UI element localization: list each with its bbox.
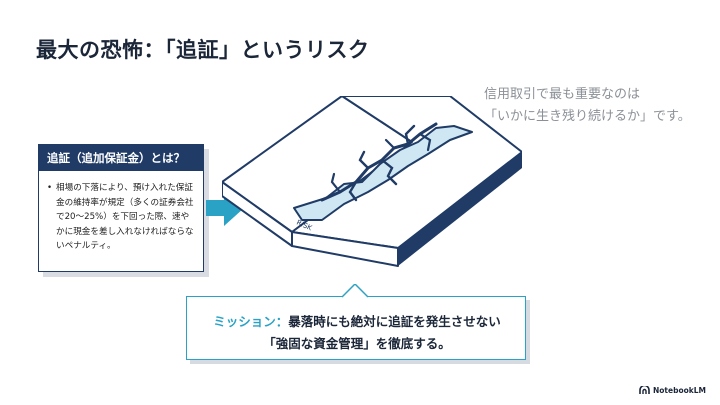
- crack-branch-6: [418, 132, 432, 152]
- slide-subtitle: 信用取引で最も重要なのは 「いかに生き残り続けるか」です。: [484, 84, 704, 128]
- mission-box: ミッション：暴落時にも絶対に追証を発生させない 「強固な資金管理」を徹底する。: [186, 296, 526, 360]
- arrow-right-icon: [206, 190, 244, 226]
- crack-branch-4: [404, 124, 416, 146]
- cracked-ground-illustration: RISK: [222, 96, 522, 267]
- mission-tag: ミッション：: [213, 314, 289, 329]
- notebooklm-logo-icon: [639, 386, 650, 394]
- logo-text: NotebookLM: [652, 386, 706, 395]
- subtitle-line-1: 信用取引で最も重要なのは: [484, 87, 641, 102]
- crack-branch-1: [348, 180, 358, 202]
- mission-line-1: ミッション：暴落時にも絶対に追証を発生させない: [187, 311, 527, 330]
- crack-branch-7: [384, 138, 396, 150]
- crack-branch-5: [330, 172, 342, 194]
- subtitle-line-2: 「いかに生き残り続けるか」です。: [484, 109, 691, 124]
- bullet-marker: •: [47, 183, 53, 193]
- slab-front-mid: [291, 231, 399, 267]
- slide-title: 最大の恐怖：「追証」というリスク: [36, 38, 370, 62]
- definition-card: 追証（追加保証金）とは？ • 相場の下落により、預け入れた保証金の維持率が規定（…: [38, 144, 204, 272]
- callout-pointer: [342, 284, 368, 298]
- definition-body: • 相場の下落により、預け入れた保証金の維持率が規定（多くの証券会社で20〜25…: [39, 171, 203, 254]
- crack-branch-3: [380, 158, 398, 186]
- crack-branch-2: [358, 150, 370, 170]
- mission-line-2: 「強固な資金管理」を徹底する。: [263, 336, 451, 351]
- definition-text: 相場の下落により、預け入れた保証金の維持率が規定（多くの証券会社で20〜25%）…: [56, 183, 194, 251]
- mission-text-1: 暴落時にも絶対に追証を発生させない: [288, 314, 501, 329]
- notebooklm-logo: NotebookLM: [639, 386, 706, 395]
- slab-front-right: [398, 152, 522, 266]
- definition-heading: 追証（追加保証金）とは？: [39, 145, 203, 171]
